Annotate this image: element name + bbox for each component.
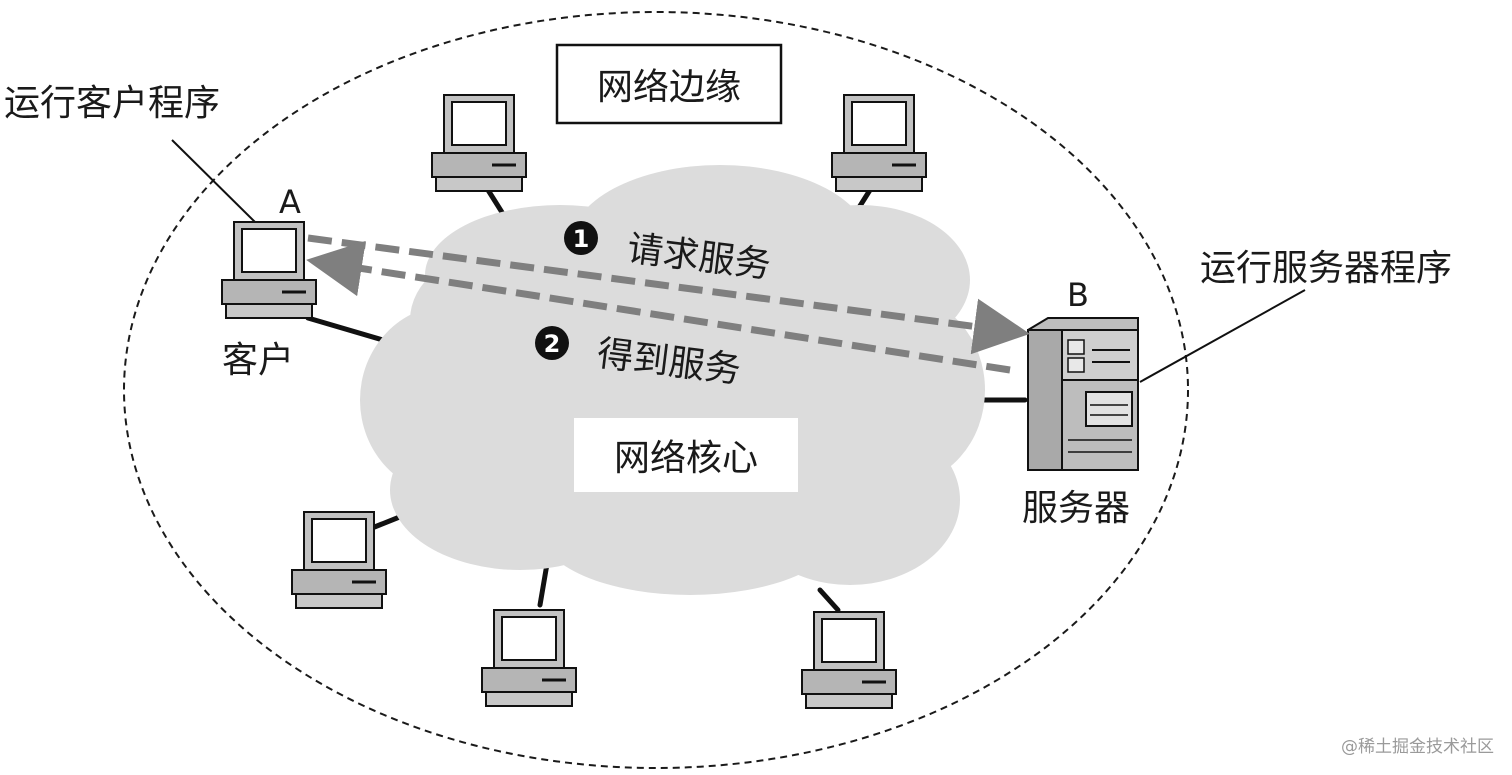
host-computer-icon (830, 93, 928, 193)
client-program-label: 运行客户程序 (4, 83, 220, 124)
step-2-number: 2 (544, 330, 561, 358)
host-computer-icon (430, 93, 528, 193)
host-computer-icon (480, 608, 578, 708)
network-edge-boundary (123, 11, 1189, 769)
step-1-number: 1 (573, 225, 590, 253)
response-arrow (306, 240, 1011, 374)
network-edge-label: 网络边缘 (597, 67, 741, 108)
host-computer-icon (800, 610, 898, 710)
server-callout-line (1139, 289, 1306, 383)
host-a-label: A (279, 183, 301, 221)
watermark: @稀土掘金技术社区 (1341, 737, 1494, 757)
host-computer-icon (290, 510, 388, 610)
client-callout-line (171, 139, 256, 223)
client-computer-icon (220, 220, 318, 320)
request-arrow (307, 234, 1030, 355)
client-label: 客户 (222, 340, 294, 381)
network-edge-label-box (555, 43, 783, 125)
step-1-badge (564, 221, 598, 255)
server-program-label: 运行服务器程序 (1200, 248, 1452, 289)
server-icon (1027, 317, 1139, 471)
host-b-label: B (1067, 276, 1089, 314)
server-label: 服务器 (1022, 488, 1130, 529)
step-2-badge (535, 326, 569, 360)
network-core-label: 网络核心 (614, 438, 758, 479)
network-core-label-box (574, 418, 798, 492)
